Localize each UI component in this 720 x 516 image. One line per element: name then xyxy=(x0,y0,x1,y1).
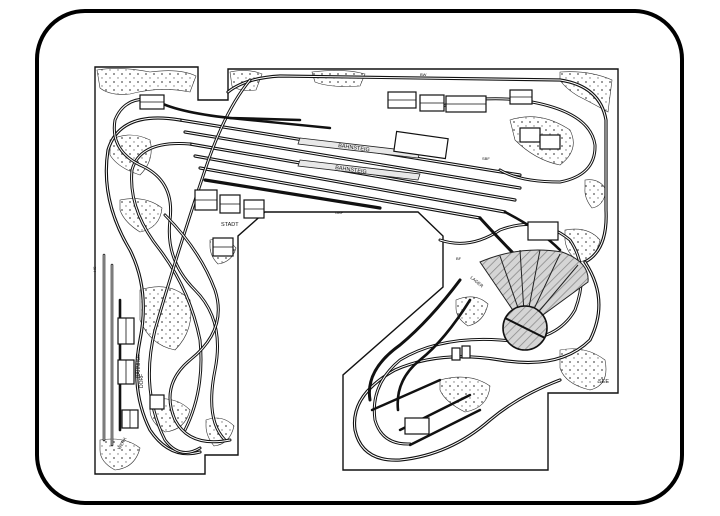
track-network xyxy=(102,74,608,462)
building-roofs xyxy=(125,96,532,428)
label-mark-3: SBF xyxy=(482,156,490,161)
label-dorf: DORF xyxy=(139,374,145,388)
label-bahnsteig-1: BAHNSTEIG xyxy=(338,143,370,153)
label-see: SEE xyxy=(598,379,609,385)
platforms xyxy=(297,137,421,181)
label-siding-a: WERK xyxy=(117,436,128,450)
label-mark-5: HS xyxy=(92,266,97,272)
label-mark-4: BF xyxy=(456,256,462,261)
label-bahnsteig-2: BAHNSTEIG xyxy=(335,165,367,175)
peninsula-diagonal xyxy=(367,278,462,402)
label-stadt: STADT xyxy=(221,222,239,228)
label-bahnhof: BAHNHOF xyxy=(136,354,142,378)
baseboard-outline xyxy=(94,66,619,475)
label-mark-1: BW xyxy=(420,72,427,77)
label-mark-2: GBF xyxy=(335,210,344,215)
roundhouse xyxy=(479,249,589,351)
